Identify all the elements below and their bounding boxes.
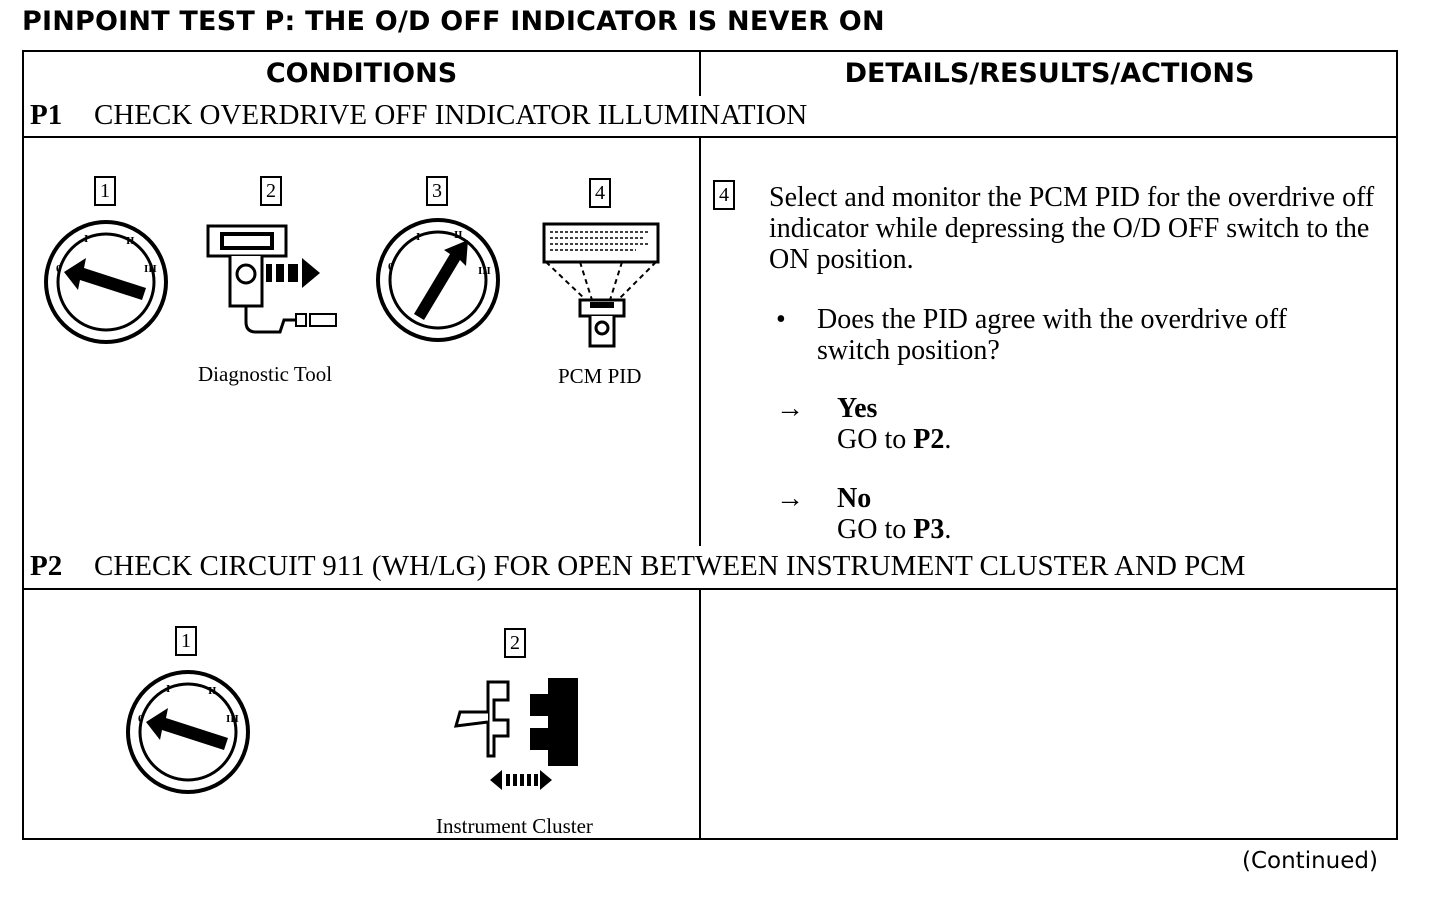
svg-text:0: 0 bbox=[138, 713, 144, 725]
section-id: P2 bbox=[30, 550, 63, 582]
svg-text:II: II bbox=[126, 235, 135, 247]
step-number-2: 2 bbox=[260, 176, 282, 206]
section-title-p2: P2 CHECK CIRCUIT 911 (WH/LG) FOR OPEN BET… bbox=[30, 550, 1245, 583]
step-number-1: 1 bbox=[175, 626, 197, 656]
answer-no-action: GO to P3. bbox=[837, 514, 952, 545]
answer-yes-label: Yes bbox=[837, 393, 878, 424]
step-number-1: 1 bbox=[94, 176, 116, 206]
svg-text:I: I bbox=[84, 233, 88, 245]
step-number-4: 4 bbox=[589, 178, 611, 208]
connector-disconnect-icon bbox=[453, 678, 578, 790]
ignition-switch-off-icon: 0 I II III bbox=[44, 220, 168, 344]
link-p2[interactable]: P2 bbox=[913, 424, 945, 455]
step-number-3: 3 bbox=[426, 176, 448, 206]
step-number-2: 2 bbox=[504, 628, 526, 658]
ignition-switch-on-icon: 0 I II III bbox=[376, 218, 500, 342]
p2-title-divider bbox=[24, 588, 1396, 590]
page-title: PINPOINT TEST P: THE O/D OFF INDICATOR I… bbox=[22, 6, 885, 37]
detail-question: Does the PID agree with the overdrive of… bbox=[817, 304, 1287, 366]
svg-text:0: 0 bbox=[56, 263, 62, 275]
section-title: CHECK OVERDRIVE OFF INDICATOR ILLUMINATI… bbox=[94, 99, 808, 131]
caption-diagnostic-tool: Diagnostic Tool bbox=[198, 362, 333, 386]
svg-text:II: II bbox=[454, 229, 463, 241]
answer-no-label: No bbox=[837, 483, 872, 514]
continued-note: (Continued) bbox=[1242, 848, 1378, 874]
pcm-pid-monitor-icon bbox=[542, 222, 660, 348]
detail-instruction: Select and monitor the PCM PID for the o… bbox=[769, 182, 1375, 275]
column-divider bbox=[699, 52, 701, 838]
svg-text:I: I bbox=[416, 231, 420, 243]
detail-step-number-4: 4 bbox=[713, 180, 735, 210]
section-id: P1 bbox=[30, 99, 63, 131]
section-title-p1: P1 CHECK OVERDRIVE OFF INDICATOR ILLUMINA… bbox=[30, 99, 807, 132]
svg-text:III: III bbox=[144, 263, 157, 275]
caption-pcm-pid: PCM PID bbox=[558, 364, 642, 388]
bullet: • bbox=[776, 304, 786, 335]
svg-text:III: III bbox=[478, 265, 491, 277]
svg-text:0: 0 bbox=[388, 261, 394, 273]
svg-text:III: III bbox=[226, 713, 239, 725]
p1-title-divider bbox=[24, 136, 1396, 138]
arrow-icon: → bbox=[776, 483, 804, 514]
svg-text:I: I bbox=[166, 683, 170, 695]
caption-instrument-cluster: Instrument Cluster bbox=[436, 814, 593, 838]
ignition-switch-off-icon: 0 I II III bbox=[126, 670, 250, 794]
diagnostic-tool-icon bbox=[206, 224, 337, 334]
section-title: CHECK CIRCUIT 911 (WH/LG) FOR OPEN BETWE… bbox=[94, 550, 1246, 582]
svg-text:II: II bbox=[208, 685, 217, 697]
link-p3[interactable]: P3 bbox=[913, 514, 945, 545]
conditions-header: CONDITIONS bbox=[265, 58, 458, 89]
answer-yes-action: GO to P2. bbox=[837, 424, 952, 455]
arrow-icon: → bbox=[776, 393, 804, 424]
details-header: DETAILS/RESULTS/ACTIONS bbox=[844, 58, 1255, 89]
